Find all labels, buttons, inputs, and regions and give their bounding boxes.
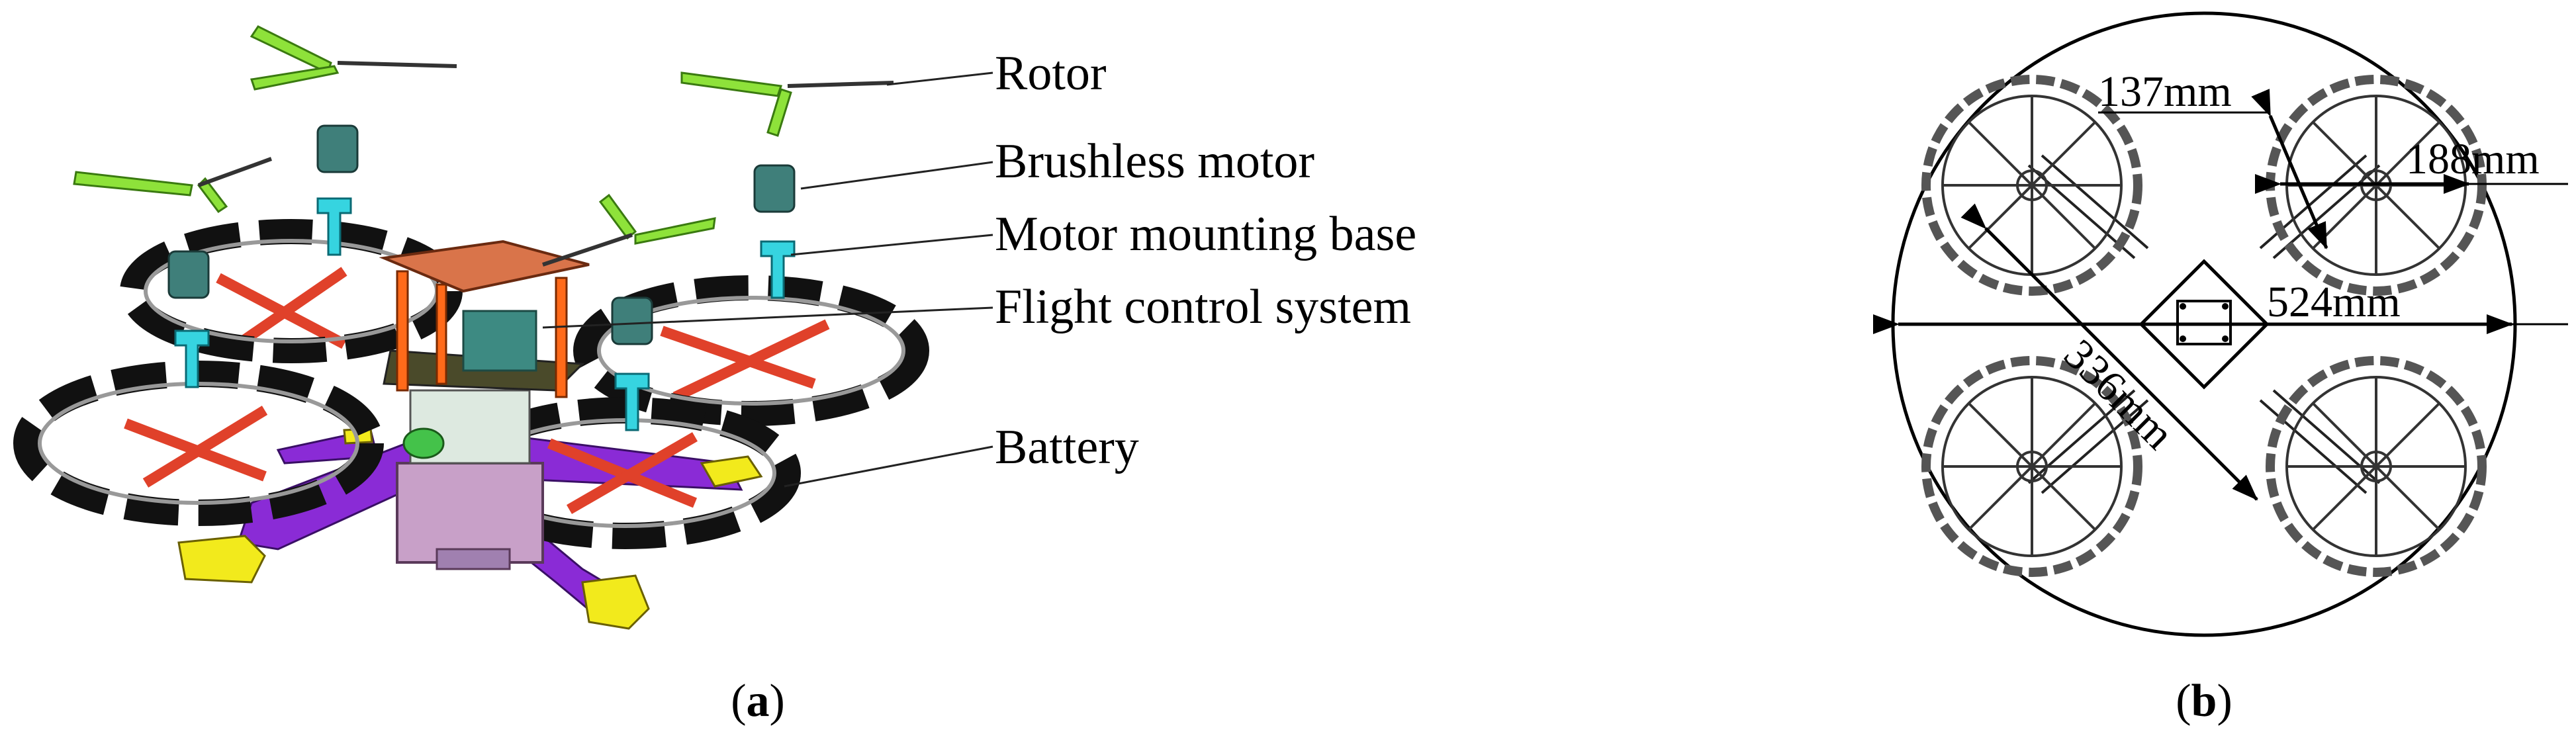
label-brushless-motor: Brushless motor bbox=[995, 134, 1314, 189]
dimension-lines bbox=[1873, 89, 2568, 501]
caption-a: (a) bbox=[731, 676, 785, 727]
panel-b-top-view: 137mm 188mm 524mm 336mm (b) bbox=[1873, 11, 2568, 727]
label-rotor: Rotor bbox=[995, 46, 1107, 101]
motor-mounts bbox=[174, 197, 796, 431]
dim-label-188: 188mm bbox=[2406, 135, 2540, 183]
label-battery: Battery bbox=[995, 420, 1139, 474]
central-body bbox=[379, 240, 590, 570]
label-motor-mounting-base: Motor mounting base bbox=[995, 207, 1416, 261]
wheel-ring-back-right bbox=[573, 275, 929, 426]
support-columns bbox=[396, 270, 568, 398]
top-view-wheel-br bbox=[2266, 356, 2487, 577]
battery-pack bbox=[396, 462, 544, 564]
wheel-ring-back-left bbox=[120, 219, 463, 363]
caption-b: (b) bbox=[2176, 676, 2232, 727]
flight-controller-box bbox=[462, 310, 537, 372]
dim-label-336: 336mm bbox=[2054, 330, 2183, 459]
top-plate bbox=[379, 240, 590, 293]
leader-lines bbox=[542, 71, 993, 488]
dim-label-524: 524mm bbox=[2267, 278, 2401, 326]
brushless-motors bbox=[167, 124, 796, 345]
panel-a-exploded-view: Rotor Brushless motor Motor mounting bas… bbox=[13, 25, 1416, 727]
dim-line-diagonal bbox=[1960, 203, 2258, 501]
rotors bbox=[73, 25, 894, 267]
dim-label-137: 137mm bbox=[2098, 67, 2232, 116]
dim-line-wheel-inner bbox=[2251, 89, 2328, 249]
label-flight-control-system: Flight control system bbox=[995, 280, 1411, 334]
